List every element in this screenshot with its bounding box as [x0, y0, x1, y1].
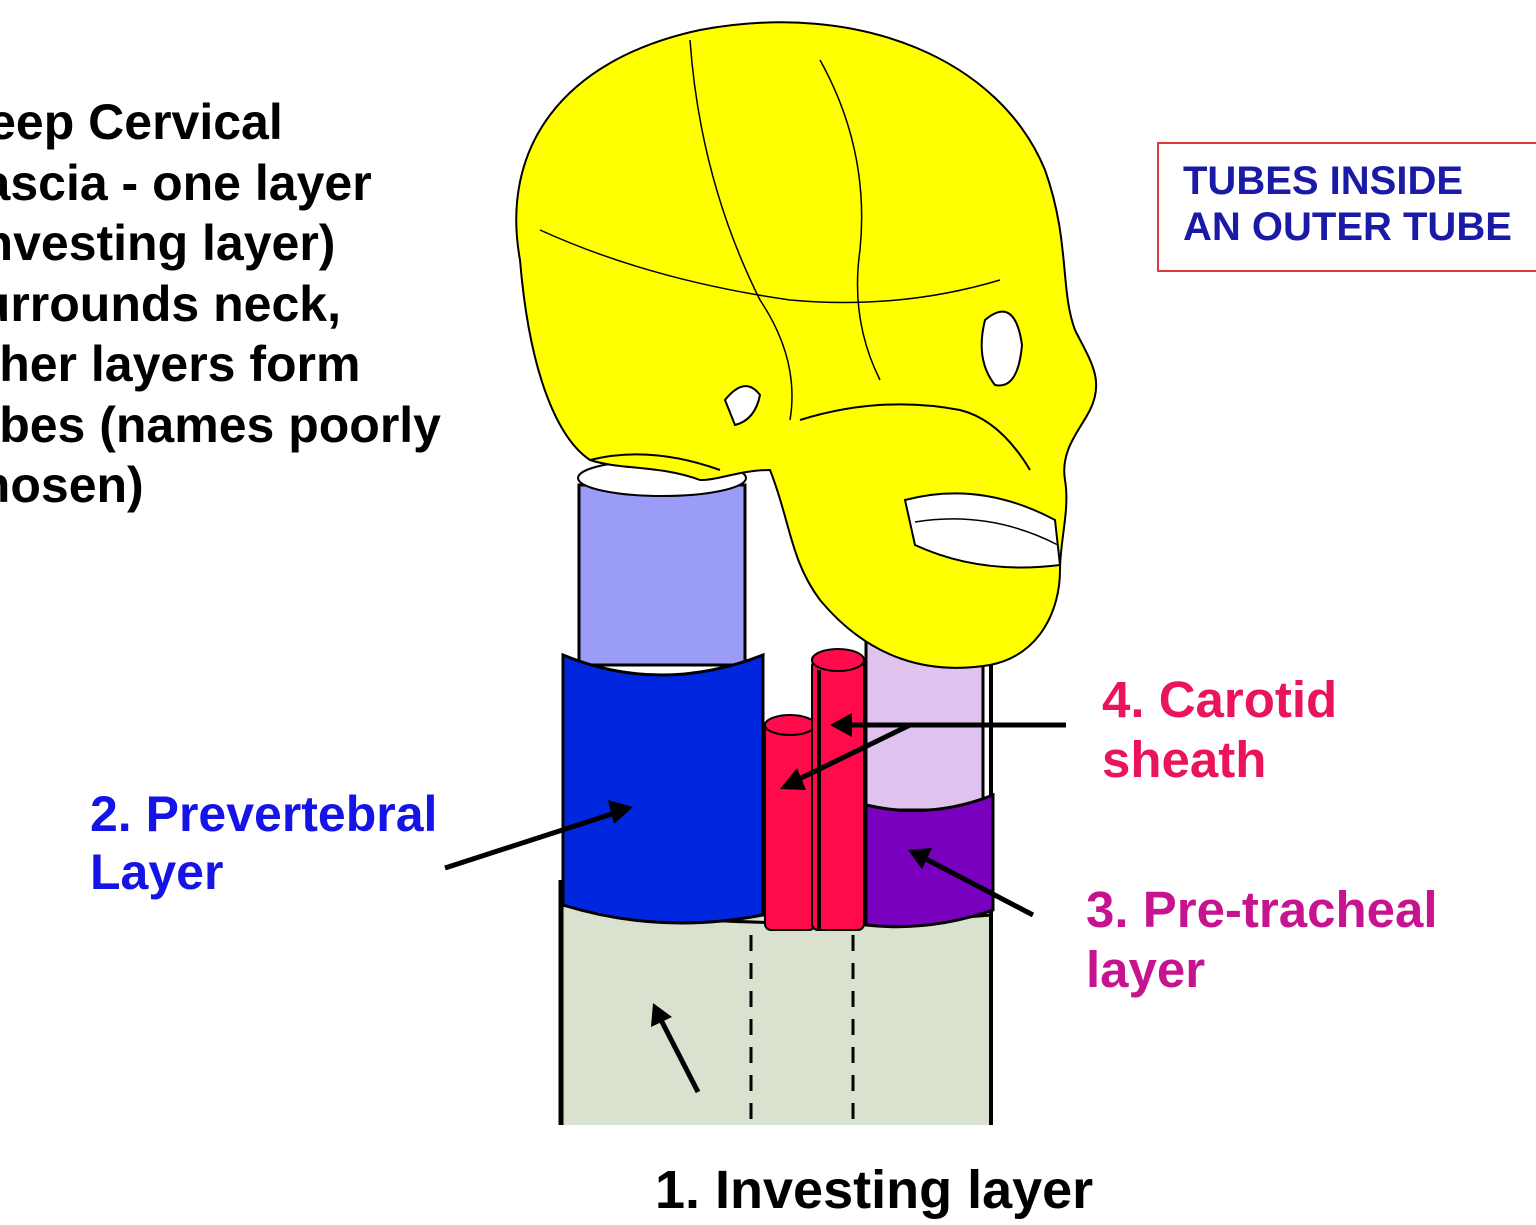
label-line: 3. Pre-tracheal: [1086, 880, 1438, 940]
label-pretracheal-layer: 3. Pre-tracheal layer: [1086, 880, 1438, 1000]
label-prevertebral-layer: 2. Prevertebral Layer: [90, 785, 437, 901]
label-line: layer: [1086, 940, 1438, 1000]
label-line: Layer: [90, 843, 437, 901]
label-investing-layer: 1. Investing layer: [655, 1160, 1093, 1220]
label-line: sheath: [1102, 730, 1337, 790]
prevertebral-layer-tube: [563, 460, 763, 923]
label-line: 4. Carotid: [1102, 670, 1337, 730]
label-carotid-sheath: 4. Carotid sheath: [1102, 670, 1337, 790]
label-line: 2. Prevertebral: [90, 785, 437, 843]
carotid-sheath-tubes: [765, 649, 864, 930]
